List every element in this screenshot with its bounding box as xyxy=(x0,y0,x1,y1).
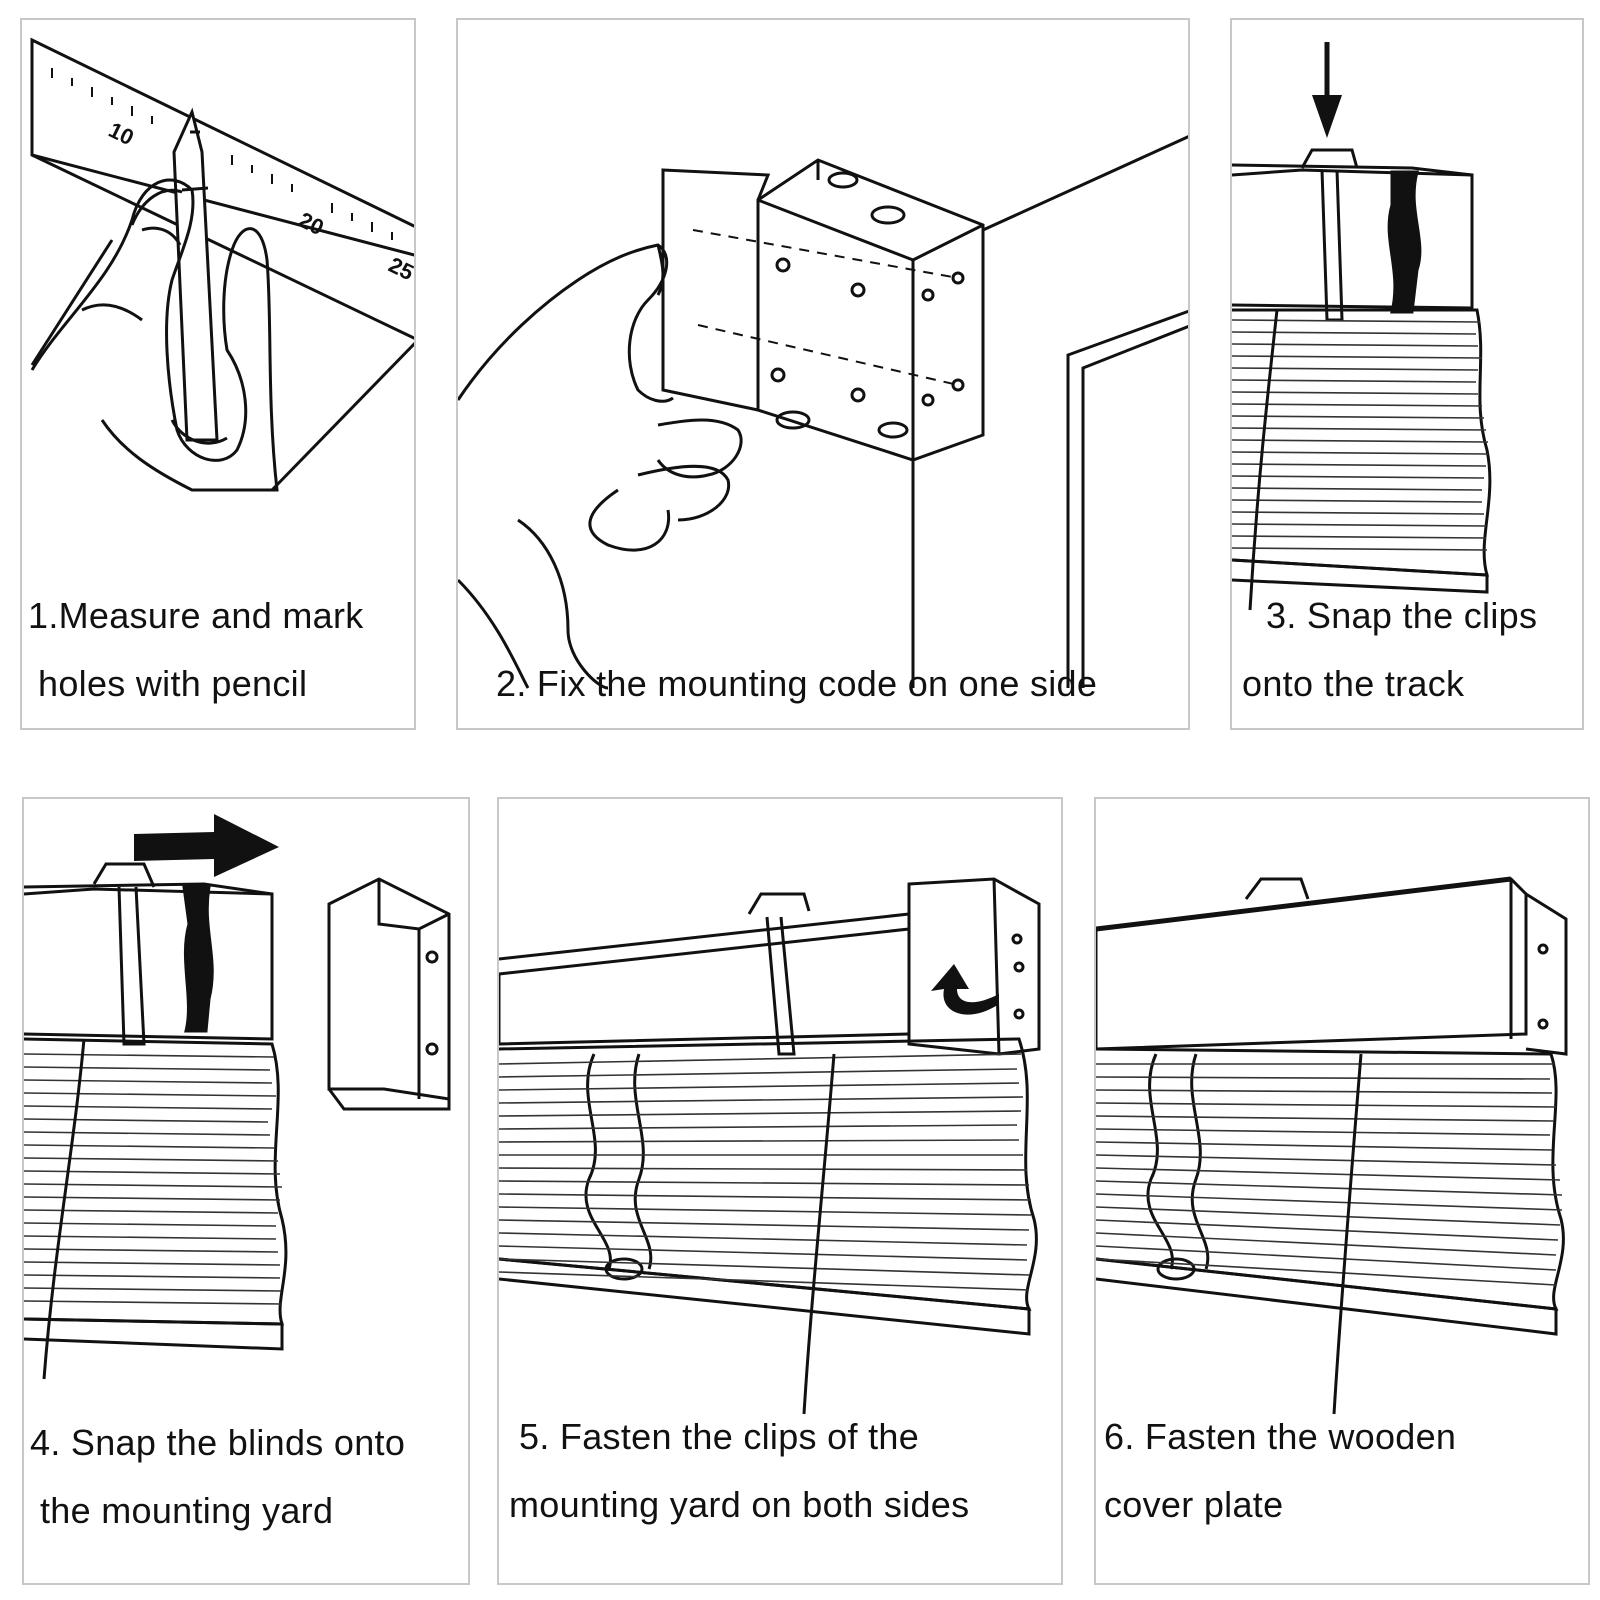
step-5-caption-line-2: mounting yard on both sides xyxy=(509,1484,970,1525)
snap-clips-illustration xyxy=(1232,42,1492,611)
fasten-clips-illustration xyxy=(499,877,1041,1415)
step-6-caption-line-2: cover plate xyxy=(1104,1484,1284,1525)
curved-arrow-icon xyxy=(931,964,999,1015)
step-4-panel: 4. Snap the blinds onto the mounting yar… xyxy=(22,797,470,1585)
step-1-caption-line-2: holes with pencil xyxy=(38,663,308,704)
cover-plate-illustration xyxy=(1096,876,1568,1415)
snap-blinds-illustration xyxy=(24,814,451,1380)
step-6-panel: 6. Fasten the wooden cover plate xyxy=(1094,797,1590,1585)
ruler-mark-25: 25 xyxy=(385,252,416,285)
step-3-panel: 3. Snap the clips onto the track xyxy=(1230,18,1584,730)
step-1-panel: 10 20 25 1.Measure and mark holes with p… xyxy=(20,18,416,730)
down-arrow-icon xyxy=(1312,42,1342,138)
step-1-caption-line-1: 1.Measure and mark xyxy=(28,595,364,636)
step-5-caption-line-1: 5. Fasten the clips of the xyxy=(519,1416,920,1457)
step-5-panel: 5. Fasten the clips of the mounting yard… xyxy=(497,797,1063,1585)
right-arrow-icon xyxy=(134,814,279,877)
measure-and-mark-illustration: 10 20 25 xyxy=(30,37,416,492)
step-2-panel: 2. Fix the mounting code on one side xyxy=(456,18,1190,730)
step-4-caption-line-1: 4. Snap the blinds onto xyxy=(30,1422,406,1463)
step-3-caption-line-2: onto the track xyxy=(1242,663,1465,704)
fix-mounting-bracket-illustration xyxy=(458,135,1188,690)
step-2-caption: 2. Fix the mounting code on one side xyxy=(496,663,1098,704)
step-6-caption-line-1: 6. Fasten the wooden xyxy=(1104,1416,1457,1457)
step-4-caption-line-2: the mounting yard xyxy=(40,1490,334,1531)
step-3-caption-line-1: 3. Snap the clips xyxy=(1266,595,1538,636)
